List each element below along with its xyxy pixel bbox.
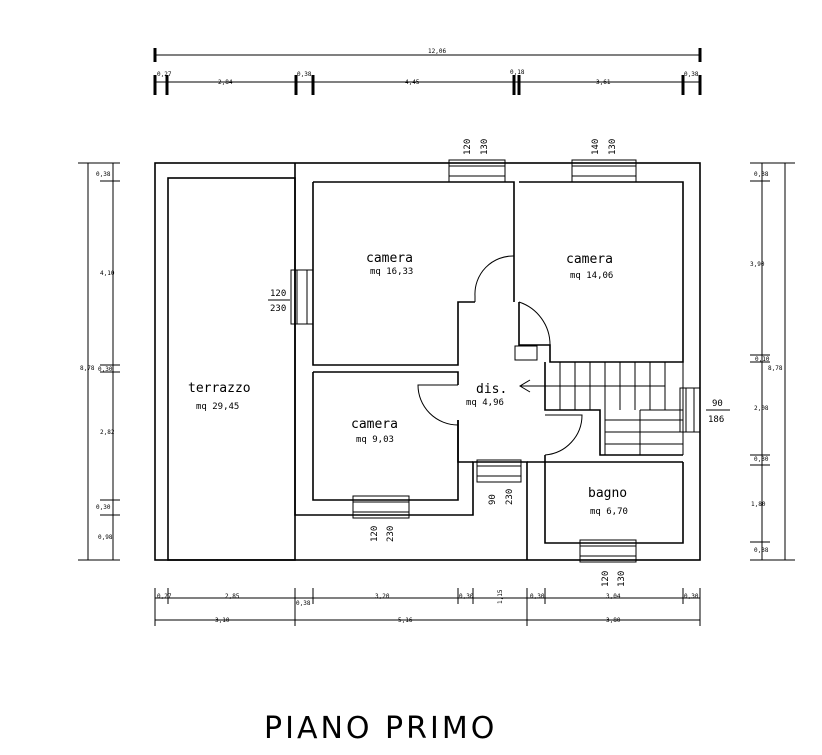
room-labels: terrazzo mq 29,45 camera mq 16,33 camera… <box>188 251 628 517</box>
dim-top-1: 2,84 <box>218 79 233 86</box>
room-camera1-name: camera <box>366 251 413 266</box>
window-bottom-1 <box>352 495 410 519</box>
window-right-h: 186 <box>708 415 724 425</box>
window-left <box>290 269 314 325</box>
dim-bottom2-2: 3,80 <box>606 617 621 624</box>
dim-right-2: 0,10 <box>755 356 770 363</box>
outer-wall <box>154 162 701 561</box>
dim-right-3: 2,08 <box>754 405 769 412</box>
room-camera3-name: camera <box>351 417 398 432</box>
dim-top-5: 3,61 <box>596 79 611 86</box>
room-terrazzo-name: terrazzo <box>188 381 251 396</box>
room-bagno-name: bagno <box>588 486 627 501</box>
dim-top-3: 4,45 <box>405 79 420 86</box>
window-left-w: 120 <box>270 289 286 299</box>
dim-bottom1-1: 2,85 <box>225 593 240 600</box>
room-bagno-area: mq 6,70 <box>590 507 628 517</box>
room-camera1-area: mq 16,33 <box>370 267 413 277</box>
dim-left-2: 0,30 <box>98 366 113 373</box>
dim-left-3: 2,82 <box>100 429 115 436</box>
windows <box>290 159 701 563</box>
dim-left-4: 0,30 <box>96 504 111 511</box>
window-right <box>679 387 701 433</box>
dim-right-6: 0,38 <box>754 547 769 554</box>
room-dis-name: dis. <box>476 382 507 397</box>
window-left-h: 230 <box>270 304 286 314</box>
room-camera2-area: mq 14,06 <box>570 271 613 281</box>
dim-bottom1-8: 0,30 <box>684 593 699 600</box>
dim-bottom1-6: 0,30 <box>530 593 545 600</box>
dim-top-total: 12,06 <box>428 48 446 55</box>
dim-bottom1-0: 0,27 <box>157 593 172 600</box>
dim-right-5: 1,80 <box>751 501 766 508</box>
room-camera3-area: mq 9,03 <box>356 435 394 445</box>
bottom-dimension-chains: 0,27 2,85 0,38 3,20 0,30 1,15 0,30 3,04 … <box>154 588 701 626</box>
dim-top-0: 0,27 <box>157 71 172 78</box>
dim-bottom1-7: 3,04 <box>606 593 621 600</box>
room-terrazzo-area: mq 29,45 <box>196 402 239 412</box>
dim-left-total: 8,78 <box>80 365 95 372</box>
window-top1-h: 130 <box>480 139 490 155</box>
window-top-2 <box>571 159 637 183</box>
dim-bottom1-3: 3,20 <box>375 593 390 600</box>
walls <box>154 162 701 561</box>
window-top1-w: 120 <box>463 139 473 155</box>
window-top2-h: 130 <box>608 139 618 155</box>
plan-title: PIANO PRIMO <box>264 711 497 746</box>
staircase <box>519 362 684 455</box>
window-bottom1-w: 120 <box>370 526 380 542</box>
dim-bottom1-5: 1,15 <box>497 589 504 604</box>
dim-bottom2-0: 3,10 <box>215 617 230 624</box>
dim-bottom2-1: 5,16 <box>398 617 413 624</box>
window-bottom1-h: 230 <box>386 526 396 542</box>
window-inner-h: 230 <box>505 489 515 505</box>
window-bottom2-h: 130 <box>617 571 627 587</box>
window-inner-w: 90 <box>488 494 498 505</box>
window-bottom2-w: 120 <box>601 571 611 587</box>
dim-left-0: 0,38 <box>96 171 111 178</box>
window-bottom-2 <box>579 539 637 563</box>
window-inner <box>476 459 522 483</box>
dim-right-1: 3,90 <box>750 261 765 268</box>
right-dimension-chain: 0,38 3,90 0,10 2,08 0,30 1,80 0,38 8,78 <box>750 162 795 561</box>
dim-bottom1-2: 0,38 <box>296 600 311 607</box>
dim-top-6: 0,38 <box>684 71 699 78</box>
dim-right-0: 0,38 <box>754 171 769 178</box>
room-camera2-name: camera <box>566 252 613 267</box>
dim-bottom1-4: 0,30 <box>459 593 474 600</box>
window-labels: 120 130 140 130 120 230 120 230 90 230 1… <box>268 139 730 587</box>
left-dimension-chain: 8,78 0,38 4,10 0,30 2,82 0,30 0,98 <box>78 162 120 561</box>
dim-left-5: 0,98 <box>98 534 113 541</box>
window-top2-w: 140 <box>591 139 601 155</box>
room-dis-area: mq 4,96 <box>466 398 504 408</box>
dim-right-4: 0,30 <box>754 456 769 463</box>
dim-right-total: 8,78 <box>768 365 783 372</box>
window-right-w: 90 <box>712 399 723 409</box>
terrace-area <box>167 177 296 561</box>
window-top-1 <box>448 159 506 183</box>
dim-left-1: 4,10 <box>100 270 115 277</box>
dim-top-4: 0,18 <box>510 69 525 76</box>
top-dimension-chain: 12,06 0,27 2,84 0,38 4,45 0,18 3,61 0,38 <box>153 48 702 95</box>
dim-top-2: 0,38 <box>297 71 312 78</box>
